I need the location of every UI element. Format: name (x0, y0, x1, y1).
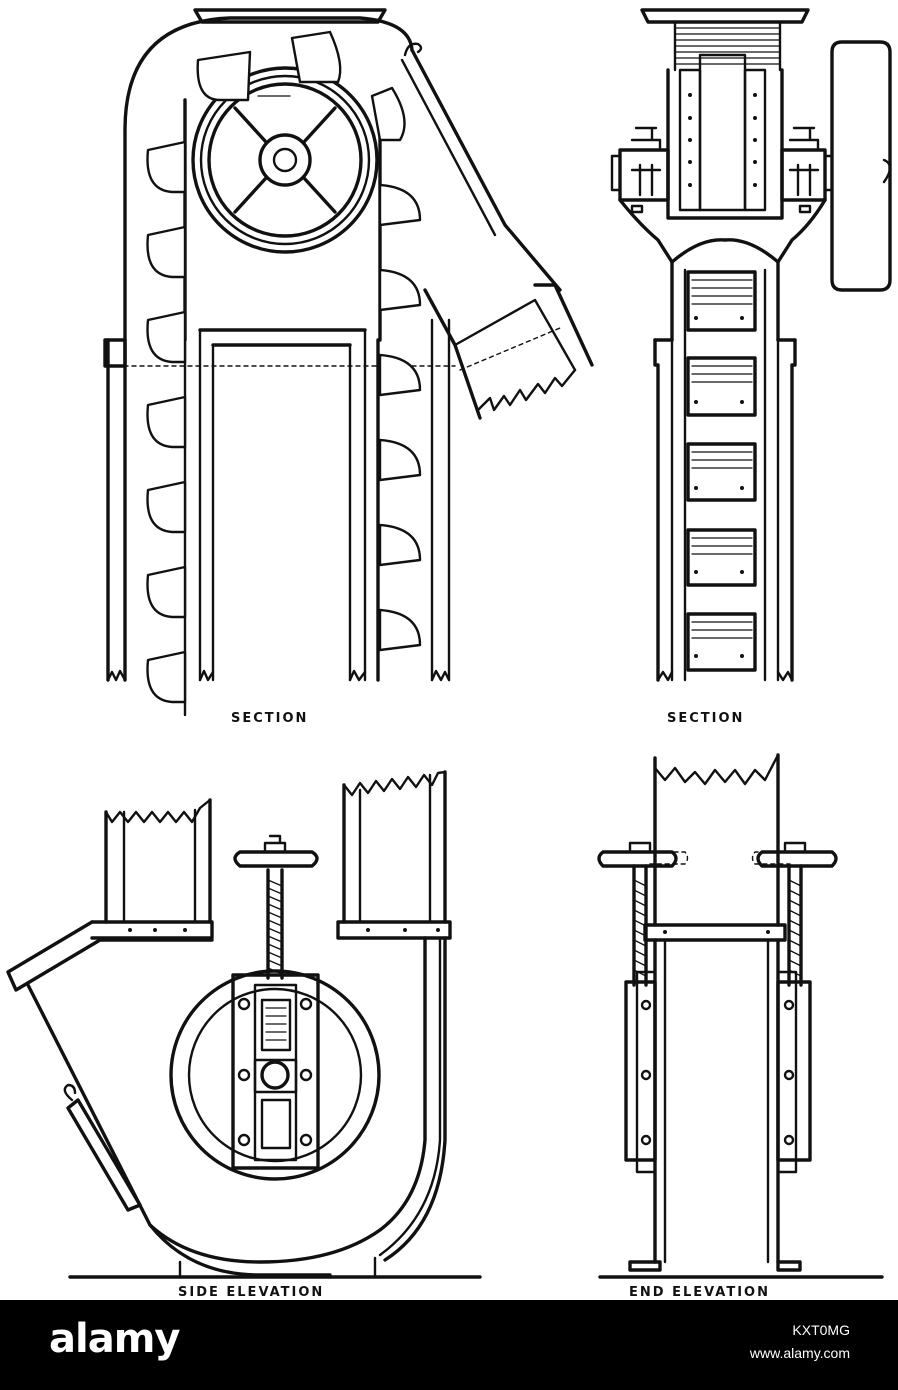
brand-logo: alamy (49, 1316, 180, 1362)
side-elevation-caption: SIDE ELEVATION (178, 1285, 324, 1300)
side-elevation-view (6, 770, 482, 1279)
section-right-caption: SECTION (667, 711, 744, 726)
end-buckets (686, 270, 757, 672)
section-left-view (103, 8, 594, 717)
section-right-view (610, 8, 892, 682)
end-elevation-caption: END ELEVATION (629, 1285, 770, 1300)
image-id: KXT0MG (792, 1322, 850, 1338)
site-url: www.alamy.com (749, 1345, 850, 1361)
section-left-caption: SECTION (231, 711, 308, 726)
engineering-drawing: SECTION (6, 8, 892, 1300)
watermark-footer: alamy KXT0MG www.alamy.com (0, 1300, 898, 1390)
end-elevation-view (597, 753, 884, 1279)
